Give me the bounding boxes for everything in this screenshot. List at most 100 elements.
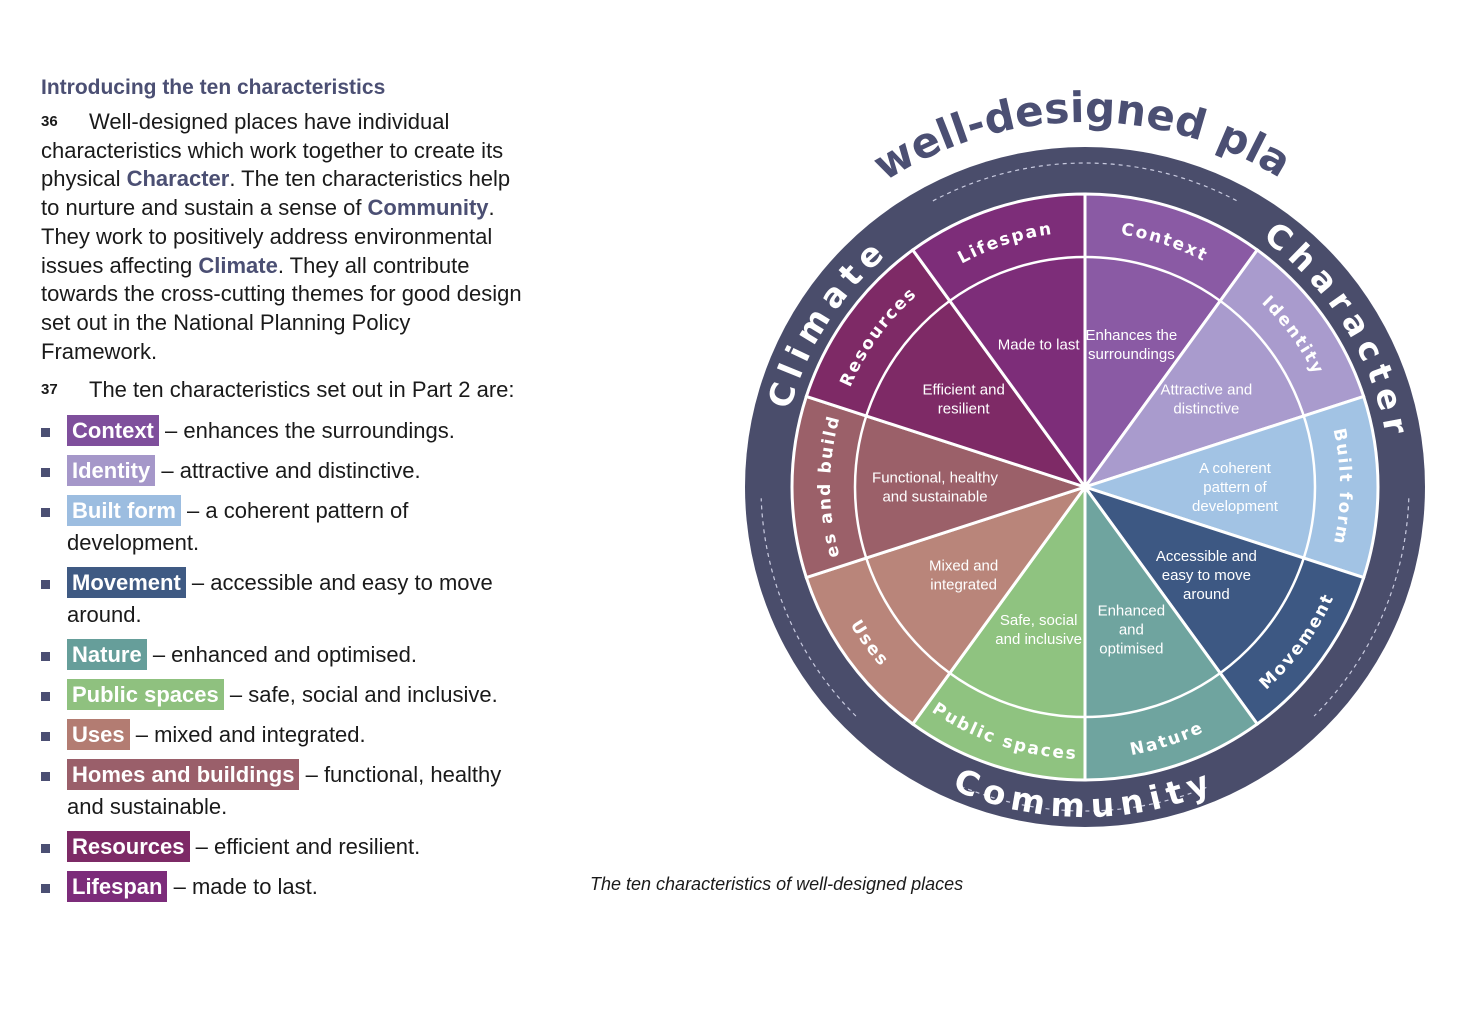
list-item: Nature – enhanced and optimised. [41,639,531,671]
keyword-climate: Climate [198,252,278,278]
segment-description-line: pattern of [1203,479,1267,496]
wheel-segment [804,484,1089,727]
segment-description-line: Accessible and [1156,548,1257,565]
segment-description-line: around [1183,586,1230,603]
list-item: Built form – a coherent pattern of devel… [41,495,531,559]
segment-description-line: Attractive and [1160,381,1252,398]
characteristic-description: – mixed and integrated. [135,722,366,748]
wheel-segment [1083,482,1260,782]
figure-caption: The ten characteristics of well-designed… [590,874,964,894]
segment-description-line: easy to move [1162,567,1251,584]
characteristics-list: Context – enhances the surroundings. Iden… [41,415,531,903]
wheel-segment [1081,484,1366,727]
characteristic-description: – accessible and easy to move around. [67,570,493,628]
wheel-segment [1081,247,1366,490]
bullet-icon [41,692,50,702]
section-heading: Introducing the ten characteristics [41,76,386,99]
segment-description: Efficient and resilient [923,381,1005,417]
inner-ring-divider [853,255,1317,719]
paragraph-37: 37 The ten characteristics set out in Par… [41,376,531,405]
segment-description-line: and sustainable [882,489,987,506]
bullet-icon [41,468,50,478]
segment-description-line: Enhances the [1085,327,1177,344]
dashed-arrow-arc [932,162,1238,202]
wheel-segment [910,482,1087,782]
segment-description: Mixed and integrated [929,558,998,594]
paragraph-text: . They work to positively address enviro… [41,195,495,278]
paragraph-text: The ten characteristics set out in Part … [89,377,515,403]
bullet-icon [41,772,50,782]
segment-description-line: distinctive [1173,400,1239,417]
list-item: Public spaces – safe, social and inclusi… [41,679,531,711]
keyword-character: Character [126,166,230,192]
dashed-arrow-arc [963,786,1207,812]
characteristic-tag: Homes and buildings [67,759,300,791]
bullet-icon [41,508,50,518]
characteristic-tag: Uses [67,719,130,751]
segment-description-line: Mixed and [929,558,998,575]
list-item: Homes and buildings – functional, health… [41,759,531,823]
characteristic-tag: Lifespan [67,871,168,903]
characteristic-tag: Public spaces [67,679,224,711]
characteristic-description: – efficient and resilient. [195,834,421,860]
segment-description: Made to last [998,336,1081,353]
characteristic-tag: Identity [67,455,156,487]
characteristic-description: – attractive and distinctive. [161,458,421,484]
paragraph-text: . The ten characteristics help to nurtur… [41,166,511,221]
paragraph-number: 36 [41,113,58,130]
bullet-icon [41,652,50,662]
paragraph-number: 37 [41,381,58,399]
segment-description: Enhances the surroundings [1085,327,1177,363]
segment-description-line: Made to last [998,336,1081,353]
segment-description-line: A coherent [1199,460,1272,477]
segment-description-line: Efficient and [923,381,1005,398]
paragraph-text: Well-designed places have individual cha… [41,109,504,192]
paragraph-text: . They all contribute towards the cross-… [41,252,522,364]
segment-description-line: surroundings [1088,346,1175,363]
bullet-icon [41,884,50,894]
segment-description-line: and [1119,622,1144,639]
segment-description-line: resilient [938,400,991,417]
wheel-segment [910,192,1087,492]
segment-description-line: integrated [930,577,997,594]
segment-description: Enhanced and optimised [1098,603,1166,658]
characteristic-description: – functional, healthy and sustainable. [67,762,502,820]
segment-description: A coherent pattern of development [1192,460,1279,515]
list-item: Resources – efficient and resilient. [41,831,531,863]
wheel-segment [790,394,1090,580]
segment-description-line: development [1192,498,1279,515]
characteristic-tag: Nature [67,639,147,671]
characteristic-description: – enhanced and optimised. [152,642,418,668]
characteristic-description: – a coherent pattern of development. [67,498,409,556]
list-item: Identity – attractive and distinctive. [41,455,531,487]
list-item: Uses – mixed and integrated. [41,719,531,751]
keyword-community: Community [367,195,489,221]
characteristic-description: – made to last. [173,874,318,900]
characteristic-description: – safe, social and inclusive. [229,682,498,708]
segment-description-line: Safe, social [1000,612,1078,629]
characteristic-tag: Movement [67,567,186,599]
characteristic-tag: Built form [67,495,181,527]
dashed-arrow-arc [1313,498,1410,717]
characteristic-tag: Context [67,415,159,447]
wheel-segment [804,247,1089,490]
segment-description-line: optimised [1099,641,1163,658]
characteristic-description: – enhances the surroundings. [165,418,455,444]
bullet-icon [41,580,50,590]
segment-description: Accessible and easy to move around [1156,548,1257,603]
segment-description-line: Enhanced [1098,603,1166,620]
segment-description: Attractive and distinctive [1160,381,1252,417]
wheel-segment [1083,192,1260,492]
dashed-arrow-arc [760,498,857,717]
characteristic-tag: Resources [67,831,190,863]
bullet-icon [41,732,50,742]
list-item: Lifespan – made to last. [41,871,531,903]
bullet-icon [41,844,50,854]
bullet-icon [41,428,50,438]
list-item: Movement – accessible and easy to move a… [41,567,531,631]
